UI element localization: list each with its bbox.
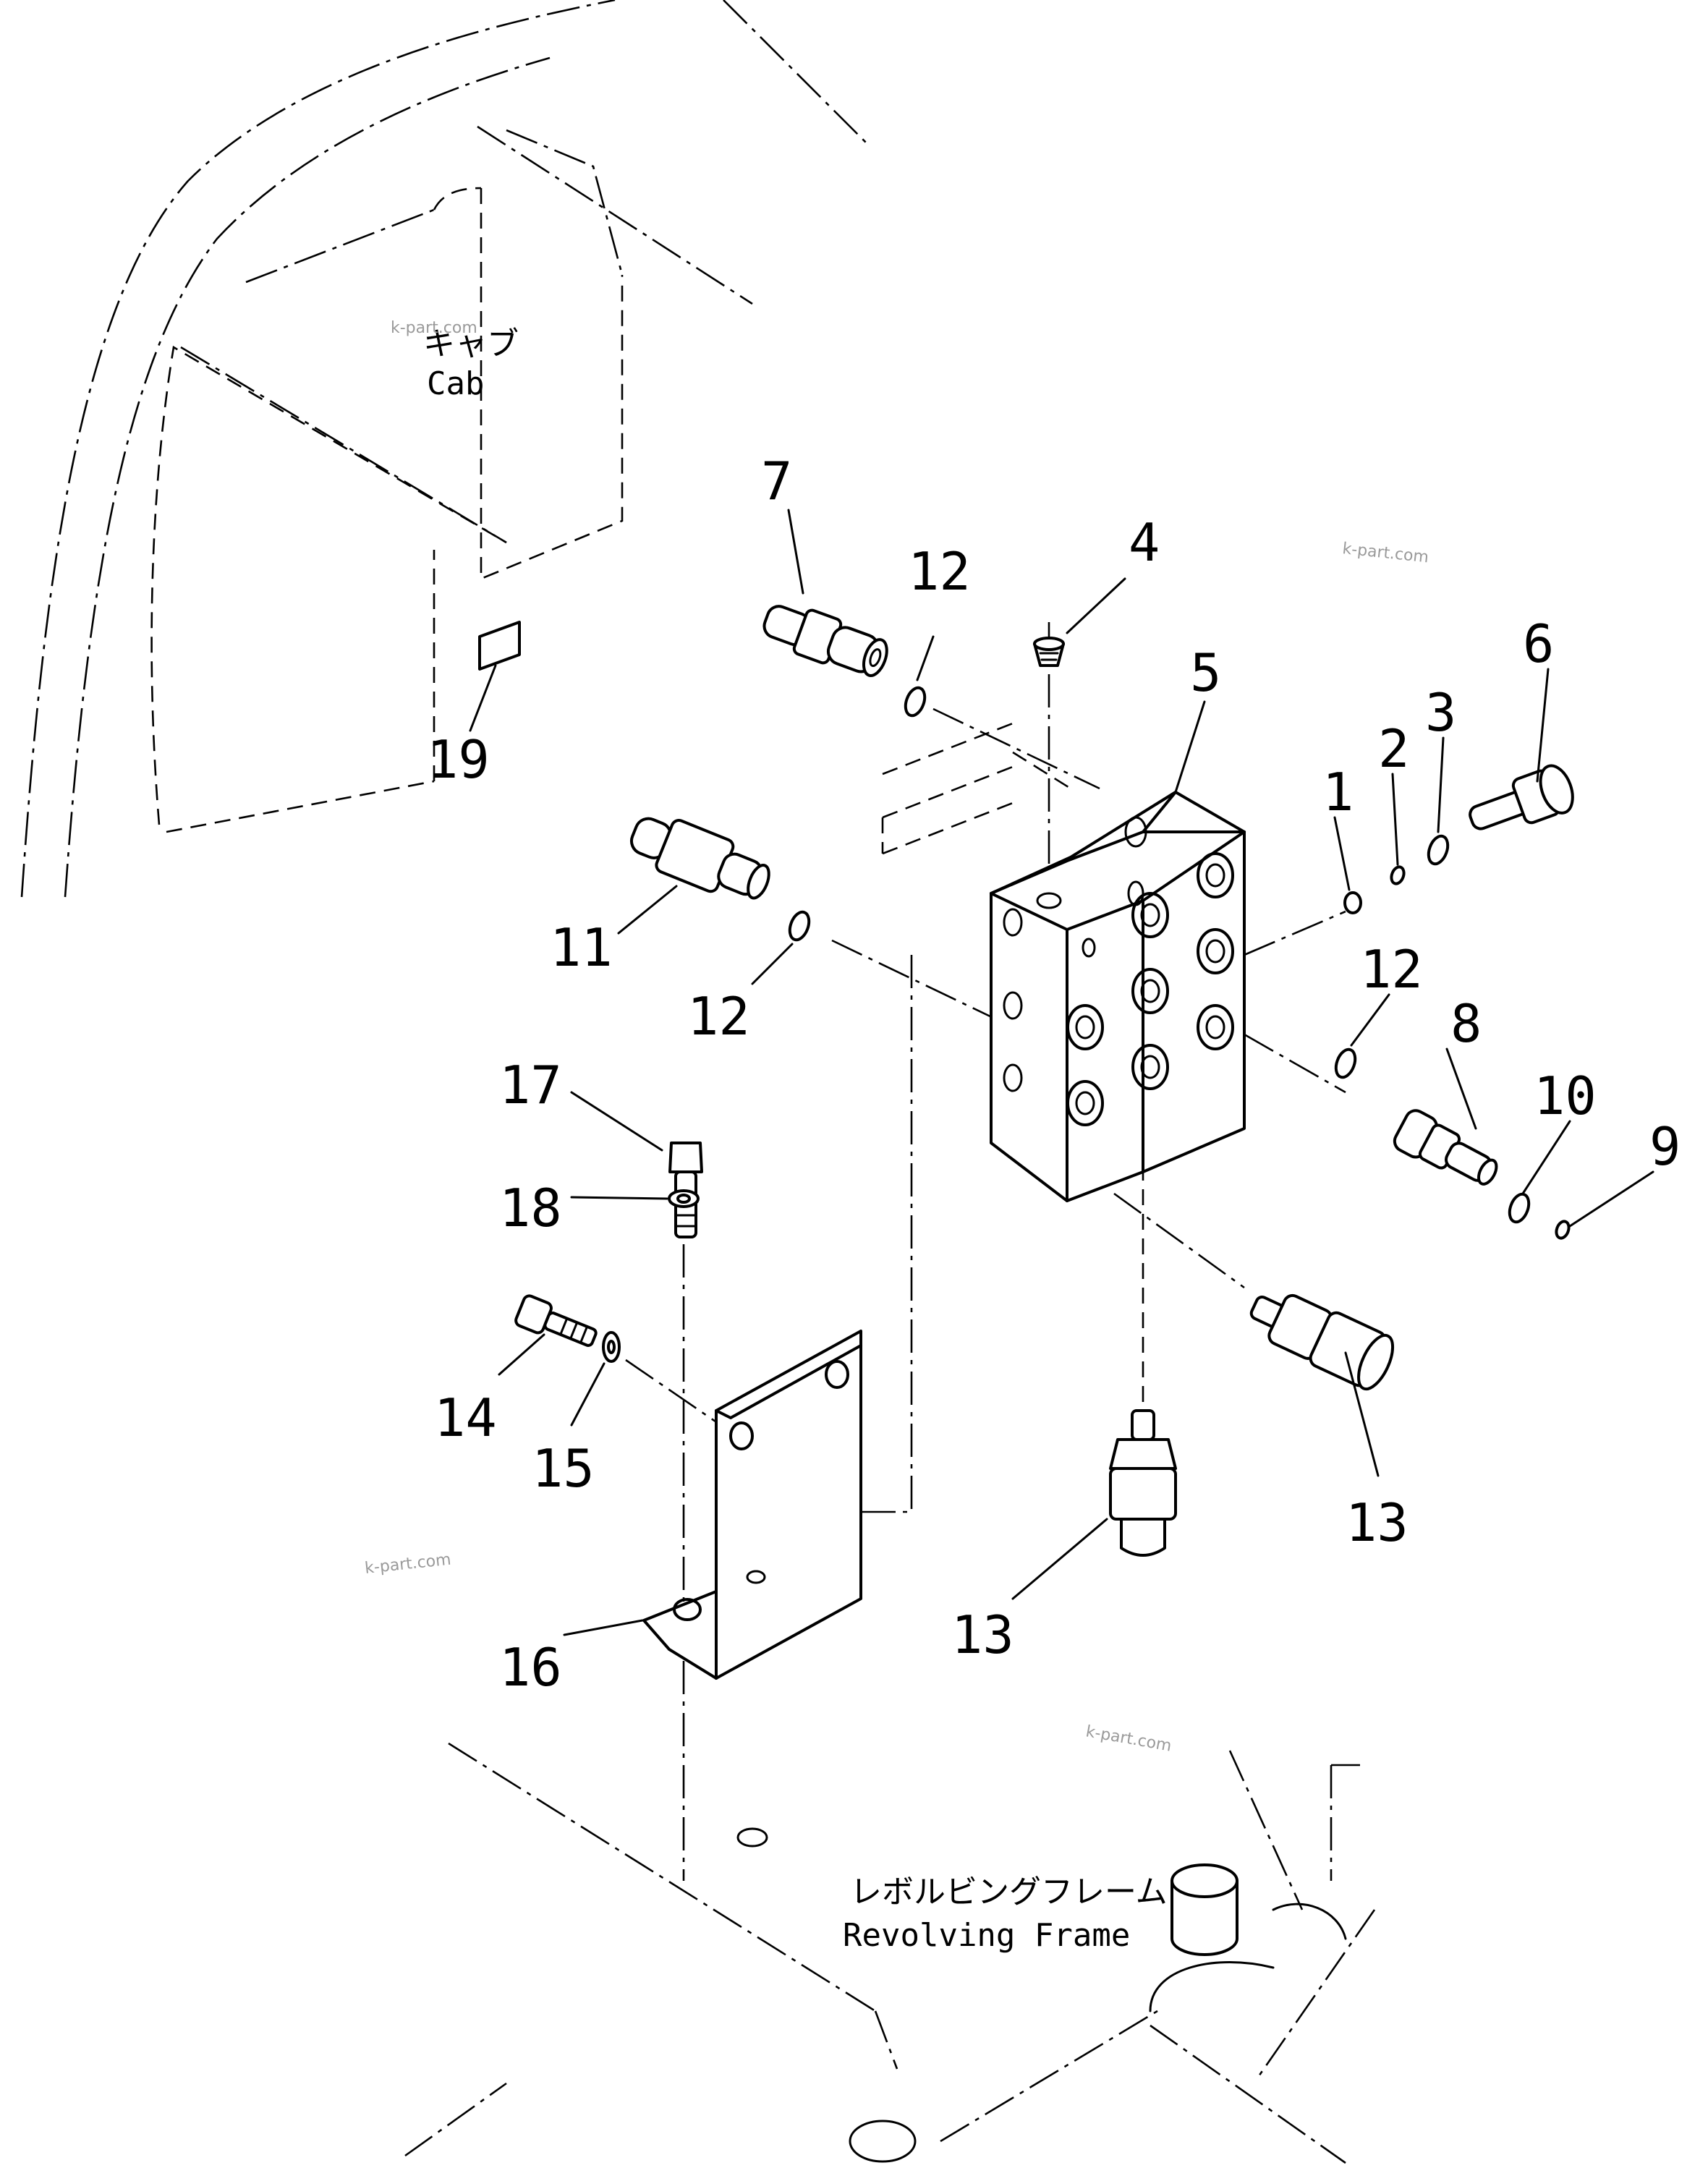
callout-3: 3 (1425, 682, 1456, 743)
o-ring-part-1 (1343, 891, 1362, 914)
o-ring-part-9 (1555, 1220, 1571, 1240)
o-rings (788, 686, 1571, 1240)
callout-17: 17 (499, 1055, 562, 1115)
callout-11: 11 (550, 917, 613, 978)
watermark-3: k-part.com (364, 1551, 452, 1578)
assembly-lines (625, 622, 1346, 1881)
frame-label-en: Revolving Frame (843, 1917, 1130, 1954)
callout-4: 4 (1129, 512, 1160, 573)
valve-block-part-5 (990, 791, 1246, 1202)
callout-numbers: 1 2 3 4 5 6 7 8 9 10 11 12 12 12 13 13 1… (427, 451, 1681, 1698)
cab-label-jp: キャブ (423, 326, 519, 362)
callout-14: 14 (434, 1387, 497, 1448)
o-ring-part-10 (1508, 1192, 1531, 1224)
bolt-part-14 (514, 1294, 598, 1347)
frame-label-jp: レボルビングフレーム (850, 1874, 1168, 1910)
o-ring-part-12-c (1334, 1047, 1357, 1079)
watermark-2: k-part.com (1341, 540, 1429, 566)
callout-9: 9 (1649, 1116, 1681, 1177)
cab-label-en: Cab (427, 365, 484, 402)
cab-outline (20, 0, 869, 898)
pressure-switch-part-13-a (1249, 1293, 1395, 1391)
callout-12-c: 12 (1360, 939, 1423, 1000)
watermark-1: k-part.com (391, 319, 477, 337)
bracket-part-16 (642, 1330, 862, 1680)
fitting-part-7 (762, 605, 888, 677)
washer-part-15 (602, 1331, 621, 1363)
fitting-part-8 (1393, 1109, 1498, 1186)
callout-18: 18 (499, 1178, 562, 1238)
callout-15: 15 (532, 1438, 595, 1499)
plug-part-4 (1033, 637, 1065, 667)
callout-13-a: 13 (1346, 1492, 1409, 1553)
callout-5: 5 (1190, 642, 1221, 703)
callout-12-a: 12 (908, 541, 971, 602)
callout-19: 19 (427, 729, 490, 790)
callout-12-b: 12 (687, 986, 750, 1047)
o-ring-part-3 (1427, 834, 1450, 866)
callout-16: 16 (499, 1637, 562, 1698)
callout-8: 8 (1450, 993, 1482, 1054)
callout-13-b: 13 (951, 1604, 1014, 1665)
o-ring-part-12-a (904, 686, 927, 718)
callout-2: 2 (1378, 718, 1409, 779)
o-ring-part-2 (1390, 865, 1406, 885)
callout-7: 7 (761, 451, 792, 511)
watermark-4: k-part.com (1084, 1722, 1173, 1755)
pressure-switch-part-13-b (1109, 1409, 1177, 1557)
callout-6: 6 (1523, 613, 1554, 674)
callout-10: 10 (1534, 1066, 1597, 1126)
fitting-part-6 (1469, 764, 1574, 830)
area-labels: キャブ Cab レボルビングフレーム Revolving Frame (423, 326, 1168, 1954)
washer-part-18 (668, 1189, 700, 1208)
callout-1: 1 (1322, 762, 1354, 822)
o-ring-part-12-b (788, 910, 811, 942)
watermarks: k-part.com k-part.com k-part.com k-part.… (364, 319, 1429, 1756)
frame-outline (404, 1742, 1376, 2164)
label-plate-part-19 (478, 621, 521, 671)
leader-lines (469, 509, 1654, 1636)
fitting-part-11 (629, 817, 770, 900)
